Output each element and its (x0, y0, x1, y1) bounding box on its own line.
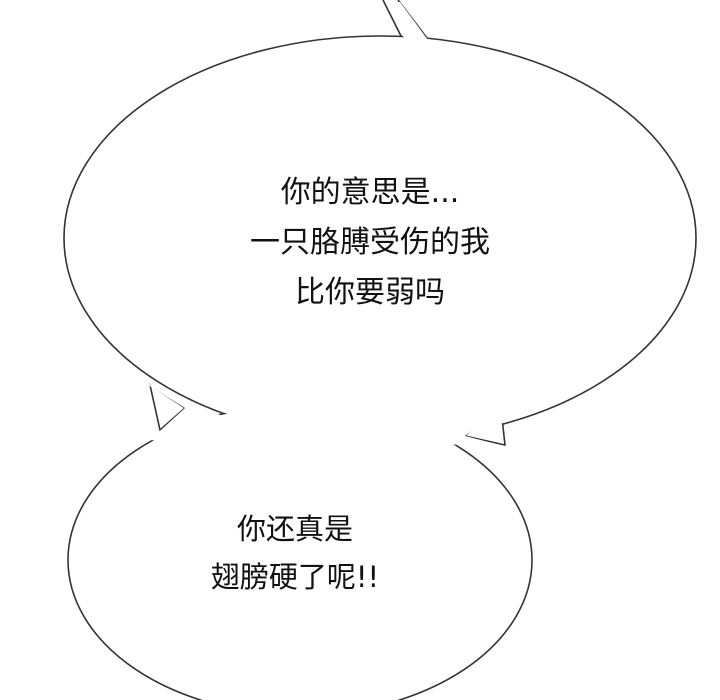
dialogue-line: 你还真是 (236, 512, 353, 546)
dialogue-line: 你的意思是... (280, 175, 460, 210)
dialogue-line: 比你要弱吗 (295, 275, 445, 310)
lower-bubble-text: 你还真是 翅膀硬了呢!! (150, 505, 440, 601)
dialogue-line: 一只胳膊受伤的我 (250, 225, 490, 260)
dialogue-line: 翅膀硬了呢!! (210, 560, 380, 594)
upper-bubble-text: 你的意思是... 一只胳膊受伤的我 比你要弱吗 (180, 168, 560, 318)
